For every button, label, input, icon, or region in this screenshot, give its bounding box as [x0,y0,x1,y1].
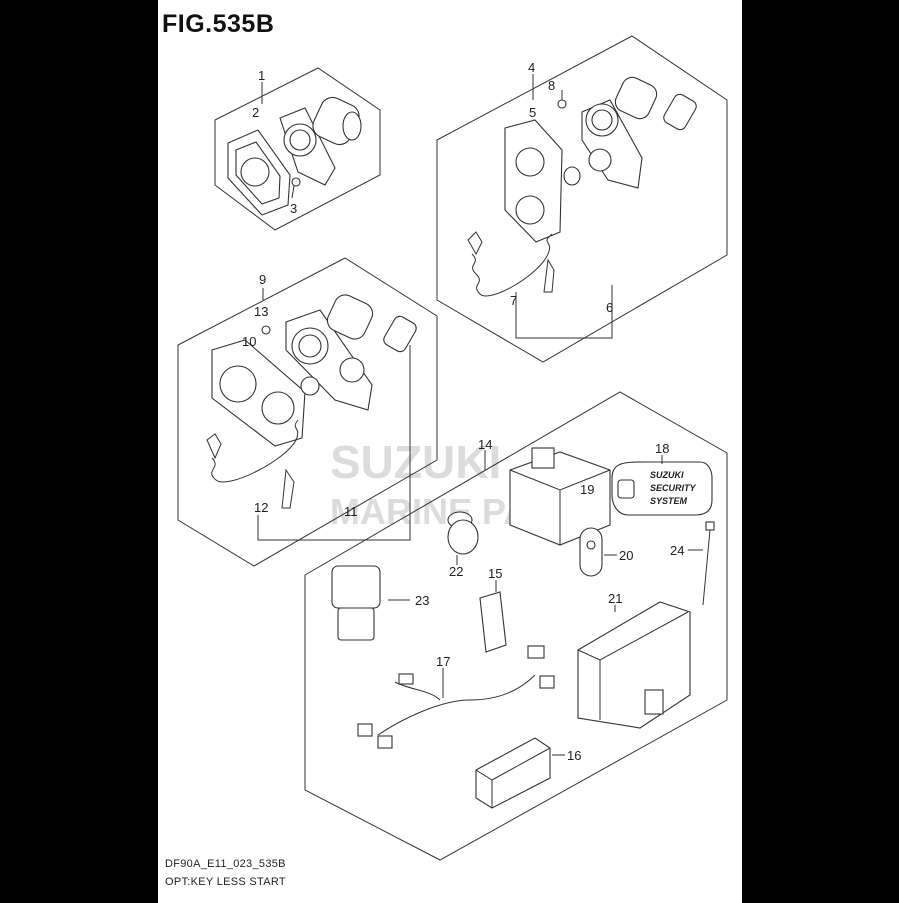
callout-7: 7 [510,293,517,308]
callout-5: 5 [529,105,536,120]
group-box-1 [214,67,381,231]
group-box-main [304,391,728,861]
callout-15: 15 [488,566,502,581]
part-15-card [479,591,507,653]
part-11-switch-assembly [285,294,417,411]
group-box-9 [177,257,438,567]
callout-21: 21 [608,591,622,606]
callout-20: 20 [619,548,633,563]
part-23-relay [331,565,381,641]
part-3-screw [291,177,301,199]
callout-18: 18 [655,441,669,456]
callout-2: 2 [252,105,259,120]
part-2-bezel [227,129,291,216]
part-8-screw [557,90,567,109]
callout-14: 14 [478,437,492,452]
callout-9: 9 [259,272,266,287]
part-21-cover [577,601,691,729]
callout-24: 24 [670,543,684,558]
watermark-line1: SUZUKI [330,436,501,488]
part-24-cable-tie [702,521,715,606]
part-18-security-badge: SUZUKI SECURITY SYSTEM [611,461,713,516]
badge-line3: SYSTEM [650,496,688,506]
group-box-4 [436,35,728,363]
callout-4: 4 [528,60,535,75]
part-7-lanyard [467,231,555,297]
callout-17: 17 [436,654,450,669]
part-20-key-fob [579,527,603,577]
part-6-switch-assembly [563,76,697,189]
part-5-bezel [504,119,563,243]
callout-19: 19 [580,482,594,497]
part-1-ignition-switch [279,96,362,186]
callout-12: 12 [254,500,268,515]
callout-11: 11 [344,504,358,519]
callout-23: 23 [415,593,429,608]
part-19-keyless-module [509,447,611,546]
figure-title: FIG.535B [162,10,275,38]
callout-labels: 1 2 3 4 5 6 7 8 9 10 11 12 13 14 15 16 1… [242,60,684,763]
part-13-screw [261,325,271,335]
callout-10: 10 [242,334,256,349]
callout-1: 1 [258,68,265,83]
callout-22: 22 [449,564,463,579]
diagram-description: OPT:KEY LESS START [165,876,286,888]
part-10-bezel [211,339,306,447]
callout-13: 13 [254,304,268,319]
part-16-bracket [475,737,551,809]
callout-6: 6 [606,300,613,315]
diagram-code: DF90A_E11_023_535B [165,858,286,870]
part-22-buzzer [447,511,479,555]
callout-3: 3 [290,201,297,216]
part-12-lanyard [206,419,299,509]
callout-16: 16 [567,748,581,763]
badge-line2: SECURITY [650,483,697,493]
callout-8: 8 [548,78,555,93]
part-17-wire-harness [357,645,555,749]
badge-line1: SUZUKI [650,470,684,480]
